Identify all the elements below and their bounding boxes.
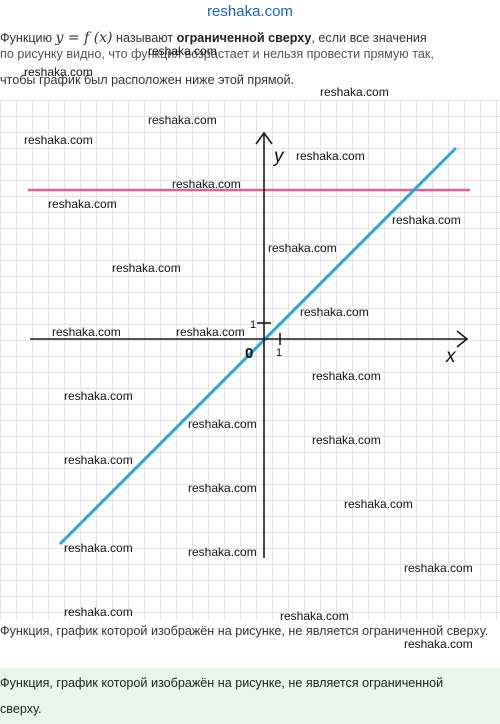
watermark: reshaka.com <box>312 433 381 447</box>
intro-text: Функцию y = f (x) называют ограниченной … <box>0 25 498 93</box>
watermark: reshaka.com <box>172 177 241 191</box>
watermark: reshaka.com <box>280 609 349 623</box>
intro-line-1: Функцию y = f (x) называют ограниченной … <box>0 25 498 46</box>
watermark: reshaka.com <box>404 561 473 575</box>
site-title[interactable]: reshaka.com <box>207 3 293 20</box>
watermark: reshaka.com <box>176 325 245 339</box>
watermark: reshaka.com <box>392 213 461 227</box>
watermark: reshaka.com <box>148 44 217 58</box>
watermark: reshaka.com <box>48 197 117 211</box>
watermark: reshaka.com <box>300 305 369 319</box>
origin-label: 0 <box>245 345 253 362</box>
watermark: reshaka.com <box>64 389 133 403</box>
intro-line-1-after: , если все значения <box>311 31 427 45</box>
answer-text: Функция, график которой изображён на рис… <box>0 676 444 716</box>
y-unit-label: 1 <box>250 319 256 331</box>
intro-line-1-mid: называют <box>116 31 174 45</box>
x-unit-label: 1 <box>276 347 282 359</box>
watermark: reshaka.com <box>404 637 473 651</box>
watermark: reshaka.com <box>344 497 413 511</box>
watermark: reshaka.com <box>296 149 365 163</box>
watermark: reshaka.com <box>52 325 121 339</box>
watermark: reshaka.com <box>148 113 217 127</box>
term-bounded-above: ограниченной сверху <box>176 31 312 45</box>
watermark: reshaka.com <box>188 417 257 431</box>
watermark: reshaka.com <box>64 605 133 619</box>
watermark: reshaka.com <box>268 241 337 255</box>
y-axis-label: y <box>272 146 285 167</box>
watermark: reshaka.com <box>64 541 133 555</box>
intro-line-3: чтобы график был расположен ниже этой пр… <box>0 73 295 87</box>
x-axis-label: x <box>445 346 457 367</box>
answer-box <box>0 668 500 724</box>
y-axis-arrow <box>255 131 273 145</box>
function-formula: y = f (x) <box>55 30 113 46</box>
intro-line-1-before: Функцию <box>0 31 53 45</box>
watermark: reshaka.com <box>312 369 381 383</box>
function-line <box>58 146 458 546</box>
x-axis-arrow <box>456 330 469 348</box>
watermark: reshaka.com <box>64 453 133 467</box>
watermark: reshaka.com <box>188 545 257 559</box>
watermark: reshaka.com <box>320 85 389 99</box>
intro-line-2: по рисунку видно, что функция возрастает… <box>0 47 434 61</box>
watermark: reshaka.com <box>188 481 257 495</box>
conclusion-text: Функция, график которой изображён на рис… <box>0 624 489 638</box>
watermark: reshaka.com <box>112 261 181 275</box>
watermark: reshaka.com <box>24 65 93 79</box>
watermark: reshaka.com <box>24 133 93 147</box>
